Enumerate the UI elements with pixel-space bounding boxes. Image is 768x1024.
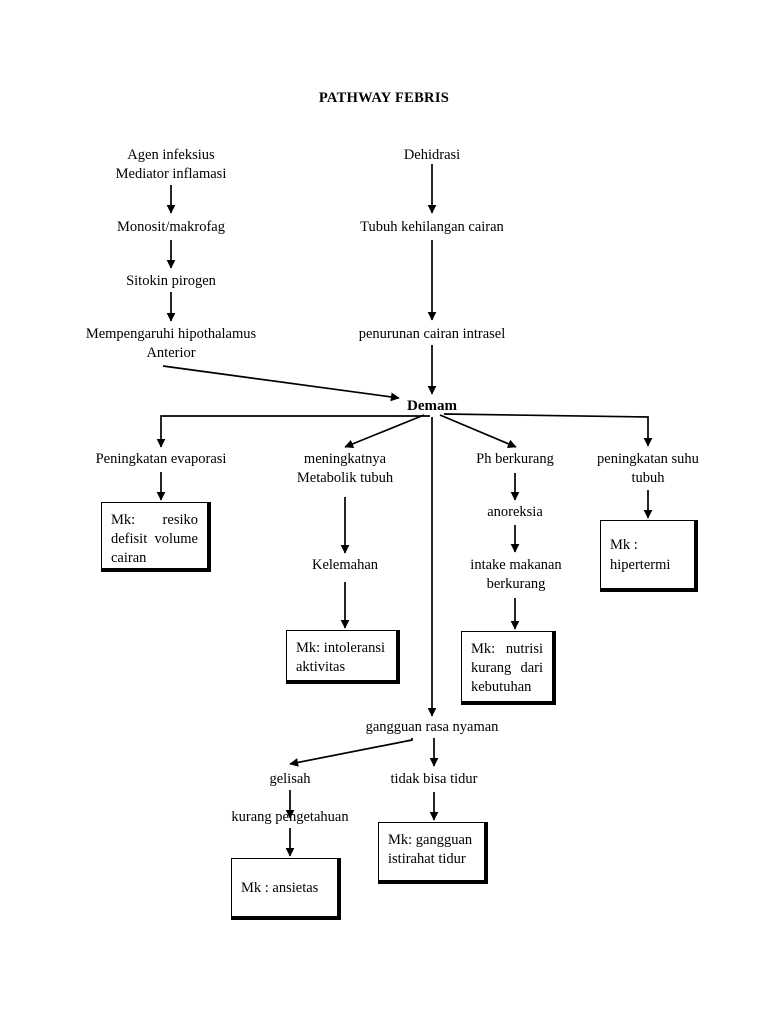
node-monosit-makrofag: Monosit/makrofag	[117, 219, 225, 235]
node-sitokin-pirogen: Sitokin pirogen	[126, 273, 216, 289]
page-title: PATHWAY FEBRIS	[318, 90, 450, 106]
node-kurang-pengetahuan: kurang pengetahuan	[231, 809, 349, 825]
box-mk-gangguan-istirahat-tidur: Mk: gangguan istirahat tidur	[378, 822, 488, 884]
edge-demam-to-metabolik	[344, 414, 425, 449]
edge-demam-to-ph	[439, 414, 517, 448]
node-gangguan-rasa-nyaman: gangguan rasa nyaman	[365, 719, 499, 735]
node-mempengaruhi-hipothalamus: Mempengaruhi hipothalamus Anterior	[85, 326, 257, 361]
node-ph-berkurang: Ph berkurang	[476, 451, 554, 467]
node-agen-infeksius: Agen infeksius Mediator inflamasi	[115, 147, 227, 182]
edge-hipothalamus-to-demam	[162, 365, 400, 402]
node-dehidrasi: Dehidrasi	[403, 147, 461, 163]
node-tidak-bisa-tidur: tidak bisa tidur	[390, 771, 478, 787]
box-mk-intoleransi-aktivitas: Mk: intoleransi aktivitas	[286, 630, 400, 684]
box-mk-ansietas: Mk : ansietas	[231, 858, 341, 920]
node-kelemahan: Kelemahan	[311, 557, 379, 573]
node-meningkatnya-metabolik-tubuh: meningkatnya Metabolik tubuh	[296, 451, 394, 486]
edge-demam-to-suhu	[443, 413, 653, 447]
node-demam: Demam	[407, 398, 457, 414]
node-tubuh-kehilangan-cairan: Tubuh kehilangan cairan	[360, 219, 504, 235]
box-mk-resiko-defisit-volume-cairan: Mk: resiko defisit volume cairan	[101, 502, 211, 572]
box-mk-hipertermi: Mk : hipertermi	[600, 520, 698, 592]
edge-demam-to-evaporasi	[156, 415, 430, 448]
node-intake-makanan-berkurang: intake makanan berkurang	[470, 557, 562, 592]
box-mk-nutrisi-kurang-dari-kebutuhan: Mk: nutrisi kurang dari kebutuhan	[461, 631, 556, 705]
node-peningkatan-suhu-tubuh: peningkatan suhu tubuh	[597, 451, 699, 486]
node-gelisah: gelisah	[269, 771, 311, 787]
edge-rasanyaman-to-gelisah	[289, 738, 413, 767]
node-peningkatan-evaporasi: Peningkatan evaporasi	[95, 451, 227, 467]
node-penurunan-cairan-intrasel: penurunan cairan intrasel	[358, 326, 506, 342]
node-anoreksia: anoreksia	[487, 504, 543, 520]
